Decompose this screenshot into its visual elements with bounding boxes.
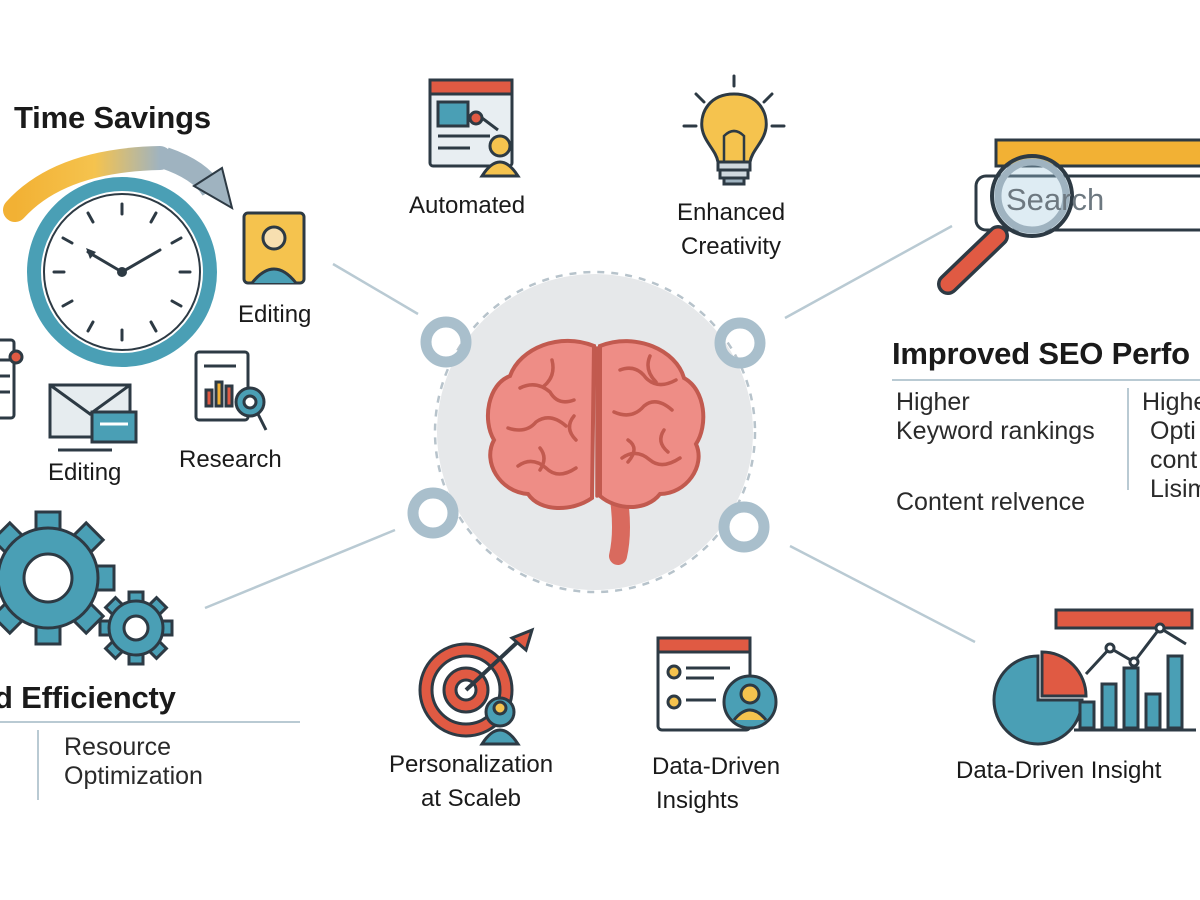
insights-mid-label-line1: Data-Driven xyxy=(652,753,781,780)
dashboard-person-icon xyxy=(656,636,778,732)
person-icon xyxy=(242,211,306,285)
automated-label: Automated xyxy=(409,192,526,219)
magnifier-icon xyxy=(937,154,1074,295)
target-person-icon xyxy=(418,627,535,746)
insights-right-label: Data-Driven Insight xyxy=(956,757,1162,784)
time-savings-item-editing-2: Editing xyxy=(48,459,122,486)
document-icon xyxy=(0,338,24,420)
report-search-icon xyxy=(194,350,268,431)
efficiency-dividers xyxy=(0,721,300,800)
clock-icon xyxy=(27,177,217,367)
seo-item-lisim: Lisim xyxy=(1150,475,1200,503)
hub-node xyxy=(407,316,770,553)
search-bar-icon xyxy=(974,138,1200,232)
gear-icon xyxy=(0,510,174,666)
efficiency-title: d Efficiencty xyxy=(0,680,176,715)
creativity-label-line2: Creativity xyxy=(680,233,782,260)
envelope-icon xyxy=(48,383,138,452)
browser-person-icon xyxy=(428,78,521,178)
time-savings-item-research: Research xyxy=(179,446,282,473)
insights-mid-label-line2: Insights xyxy=(656,787,739,814)
pie-bar-line-chart-icon xyxy=(992,608,1196,746)
creativity-label-line1: Enhanced xyxy=(676,199,786,226)
time-savings-graphics xyxy=(0,146,306,452)
seo-item-higher-2: Highe xyxy=(1142,388,1200,416)
seo-item-content-relevance: Content relvence xyxy=(896,488,1086,516)
curved-arrow-icon xyxy=(3,146,172,222)
time-savings-item-editing-1: Editing xyxy=(238,301,312,328)
central-hub xyxy=(407,270,770,594)
personalization-label-line2: at Scaleb xyxy=(420,785,522,812)
seo-dividers xyxy=(892,379,1200,490)
time-savings-title: Time Savings xyxy=(14,100,211,135)
efficiency-item-resource: Resource xyxy=(64,733,171,761)
seo-title: Improved SEO Perfo xyxy=(892,336,1190,371)
connector-lines xyxy=(204,224,976,644)
lightbulb-icon xyxy=(682,74,786,186)
seo-item-opti: Opti xyxy=(1150,417,1196,445)
seo-item-keyword-rankings: Keyword rankings xyxy=(896,417,1095,445)
search-field-text: Search xyxy=(1006,182,1105,217)
efficiency-item-optimization: Optimization xyxy=(64,762,203,790)
personalization-label-line1: Personalization xyxy=(388,751,554,778)
brain-icon xyxy=(486,338,706,565)
seo-item-higher: Higher xyxy=(896,388,970,416)
seo-item-cont: cont xyxy=(1150,446,1198,474)
